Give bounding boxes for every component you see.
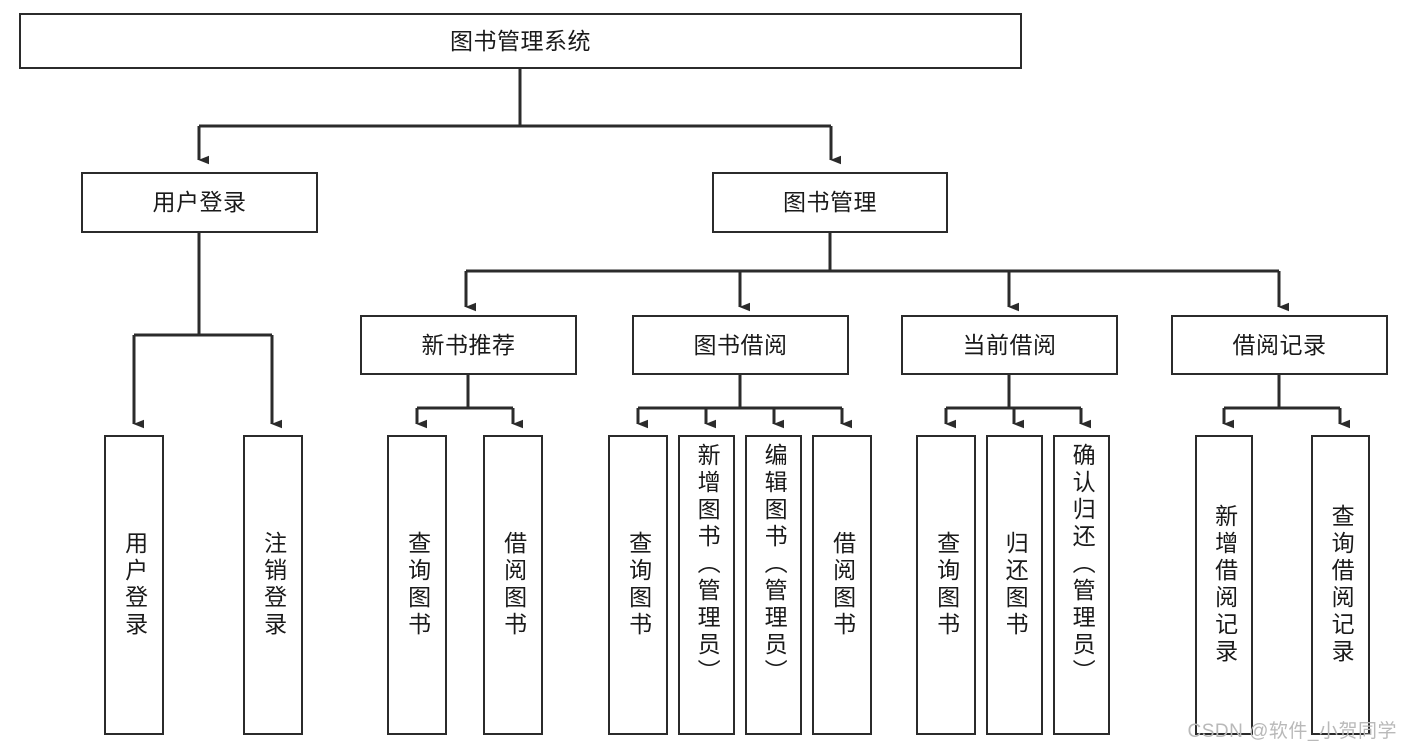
leaf-current-confirm-return-admin[interactable]: 确认归还（管理员） <box>1053 435 1110 735</box>
node-label: 用户登录 <box>121 531 148 639</box>
leaf-user-login-logout[interactable]: 注销登录 <box>243 435 303 735</box>
leaf-recommend-borrow-book[interactable]: 借阅图书 <box>483 435 543 735</box>
leaf-records-query-record[interactable]: 查询借阅记录 <box>1311 435 1370 735</box>
node-label: 查询借阅记录 <box>1328 504 1355 666</box>
node-label: 借阅记录 <box>1232 331 1327 358</box>
node-label: 借阅图书 <box>500 531 527 639</box>
node-label: 新书推荐 <box>421 331 516 358</box>
leaf-user-login-login[interactable]: 用户登录 <box>104 435 164 735</box>
node-label: 当前借阅 <box>962 331 1057 358</box>
node-label: 归还图书 <box>1002 531 1029 639</box>
node-label: 用户登录 <box>152 189 247 216</box>
leaf-borrow-add-book-admin[interactable]: 新增图书（管理员） <box>678 435 735 735</box>
node-label: 查询图书 <box>404 531 431 639</box>
leaf-current-query-book[interactable]: 查询图书 <box>916 435 976 735</box>
node-label: 编辑图书（管理员） <box>761 443 788 686</box>
watermark-text: CSDN @软件_小贺同学 <box>1187 721 1397 742</box>
node-user-login[interactable]: 用户登录 <box>81 172 318 233</box>
leaf-recommend-query-book[interactable]: 查询图书 <box>387 435 447 735</box>
node-label: 注销登录 <box>260 531 287 639</box>
leaf-records-add-record[interactable]: 新增借阅记录 <box>1195 435 1253 735</box>
node-label: 图书管理系统 <box>450 27 591 54</box>
node-label: 查询图书 <box>933 531 960 639</box>
leaf-borrow-query-book[interactable]: 查询图书 <box>608 435 668 735</box>
node-label: 新增图书（管理员） <box>694 443 721 686</box>
node-label: 图书借阅 <box>693 331 788 358</box>
node-borrow-records[interactable]: 借阅记录 <box>1171 315 1388 375</box>
leaf-current-return-book[interactable]: 归还图书 <box>986 435 1043 735</box>
node-root-system[interactable]: 图书管理系统 <box>19 13 1022 69</box>
leaf-borrow-borrow-book[interactable]: 借阅图书 <box>812 435 872 735</box>
node-label: 查询图书 <box>625 531 652 639</box>
node-label: 确认归还（管理员） <box>1069 443 1096 686</box>
node-current-borrow[interactable]: 当前借阅 <box>901 315 1118 375</box>
node-label: 图书管理 <box>783 189 877 216</box>
leaf-borrow-edit-book-admin[interactable]: 编辑图书（管理员） <box>745 435 802 735</box>
node-book-management[interactable]: 图书管理 <box>712 172 948 233</box>
node-new-book-recommend[interactable]: 新书推荐 <box>360 315 577 375</box>
node-label: 新增借阅记录 <box>1211 504 1238 666</box>
node-book-borrow[interactable]: 图书借阅 <box>632 315 849 375</box>
node-label: 借阅图书 <box>829 531 856 639</box>
